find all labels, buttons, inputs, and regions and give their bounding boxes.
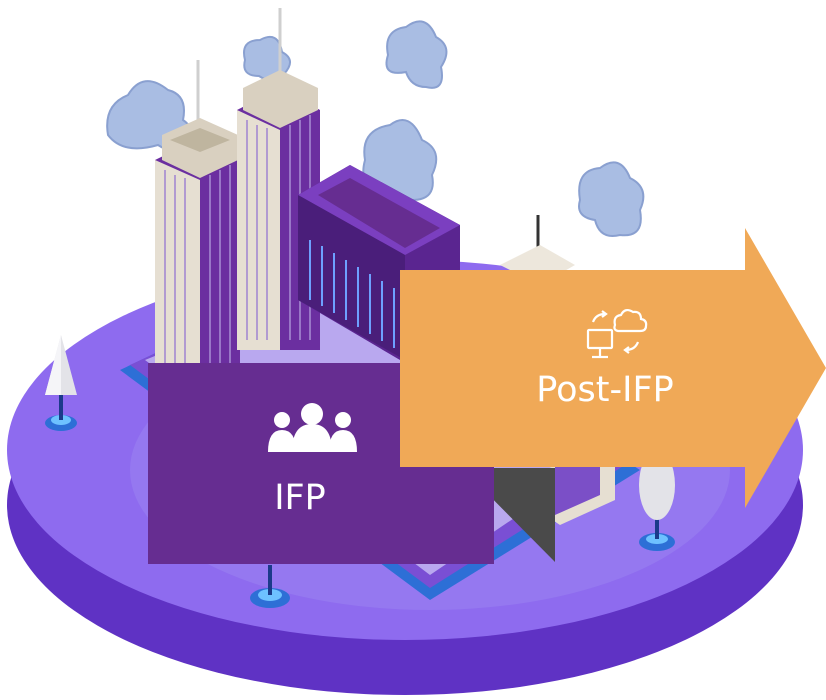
people-group-icon <box>268 403 357 452</box>
ifp-label: IFP <box>274 478 326 518</box>
monitor-cloud-sync-icon <box>586 308 648 359</box>
tree-bottom <box>250 565 290 608</box>
building-windows <box>309 240 395 348</box>
tree-right <box>639 450 675 551</box>
post-ifp-arrow <box>400 228 826 508</box>
tree-left <box>45 335 77 431</box>
post-ifp-label: Post-IFP <box>536 370 674 410</box>
tower-left <box>155 60 240 380</box>
